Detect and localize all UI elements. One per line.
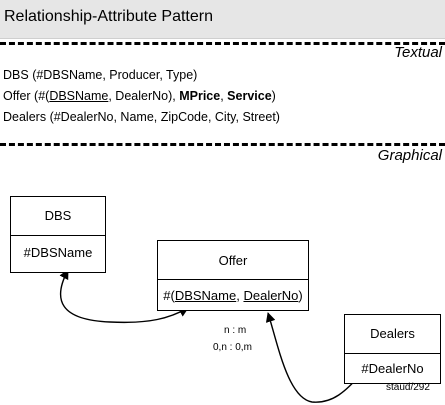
entity-dbs-separator	[11, 235, 105, 236]
entity-offer-key-dealerno: DealerNo	[243, 288, 299, 303]
entity-dealers-name: Dealers	[370, 326, 415, 341]
entity-offer-separator	[158, 279, 308, 280]
textual-offer-name: Offer	[3, 89, 31, 103]
cardinality-min-max: 0,n : 0,m	[213, 342, 252, 353]
textual-dbs-line: DBS (#DBSName, Producer, Type)	[3, 68, 197, 82]
entity-offer-key: #(DBSName, DealerNo)	[158, 288, 308, 303]
textual-dealers-attrs: (#DealerNo, Name, ZipCode, City, Street)	[49, 110, 280, 124]
textual-offer-open: (#(	[30, 89, 50, 103]
entity-dealers-key: #DealerNo	[361, 361, 424, 376]
entity-offer-key-separator: ,	[236, 288, 244, 303]
entity-dealers-separator	[345, 353, 440, 354]
textual-dealers-name: Dealers	[3, 110, 47, 124]
entity-offer-key-prefix: #(	[163, 288, 175, 303]
entity-offer: Offer #(DBSName, DealerNo)	[157, 240, 309, 311]
graphical-section-label: Graphical	[377, 147, 442, 164]
page-footnote: staud/292	[386, 382, 430, 393]
textual-offer-mid: , DealerNo),	[108, 89, 180, 103]
title-bar: Relationship-Attribute Pattern	[0, 0, 445, 39]
textual-dbs-attrs: (#DBSName, Producer, Type)	[32, 68, 198, 82]
textual-offer-line: Offer (#(DBSName, DealerNo), MPrice, Ser…	[3, 89, 276, 103]
entity-dbs: DBS #DBSName	[10, 196, 106, 273]
dbs-offer-connector	[59, 269, 189, 324]
textual-offer-close: )	[271, 89, 276, 103]
graphical-divider	[0, 143, 445, 146]
textual-offer-key-dbsname: DBSName	[49, 89, 109, 103]
entity-dbs-key: #DBSName	[23, 245, 93, 260]
entity-offer-name: Offer	[218, 253, 248, 268]
cardinality-relation: n : m	[224, 325, 247, 336]
entity-offer-key-suffix: )	[298, 288, 303, 303]
textual-divider	[0, 42, 445, 45]
entity-dbs-name: DBS	[44, 208, 72, 223]
textual-offer-comma: ,	[220, 89, 228, 103]
page-title: Relationship-Attribute Pattern	[4, 8, 213, 25]
textual-offer-attr-mprice: MPrice	[179, 89, 221, 103]
textual-offer-attr-service: Service	[227, 89, 272, 103]
entity-dealers: Dealers #DealerNo	[344, 314, 441, 384]
textual-section-label: Textual	[394, 44, 442, 61]
textual-dbs-name: DBS	[3, 68, 29, 82]
entity-offer-key-dbsname: DBSName	[174, 288, 237, 303]
textual-dealers-line: Dealers (#DealerNo, Name, ZipCode, City,…	[3, 110, 280, 124]
offer-dealers-connector	[265, 312, 363, 403]
